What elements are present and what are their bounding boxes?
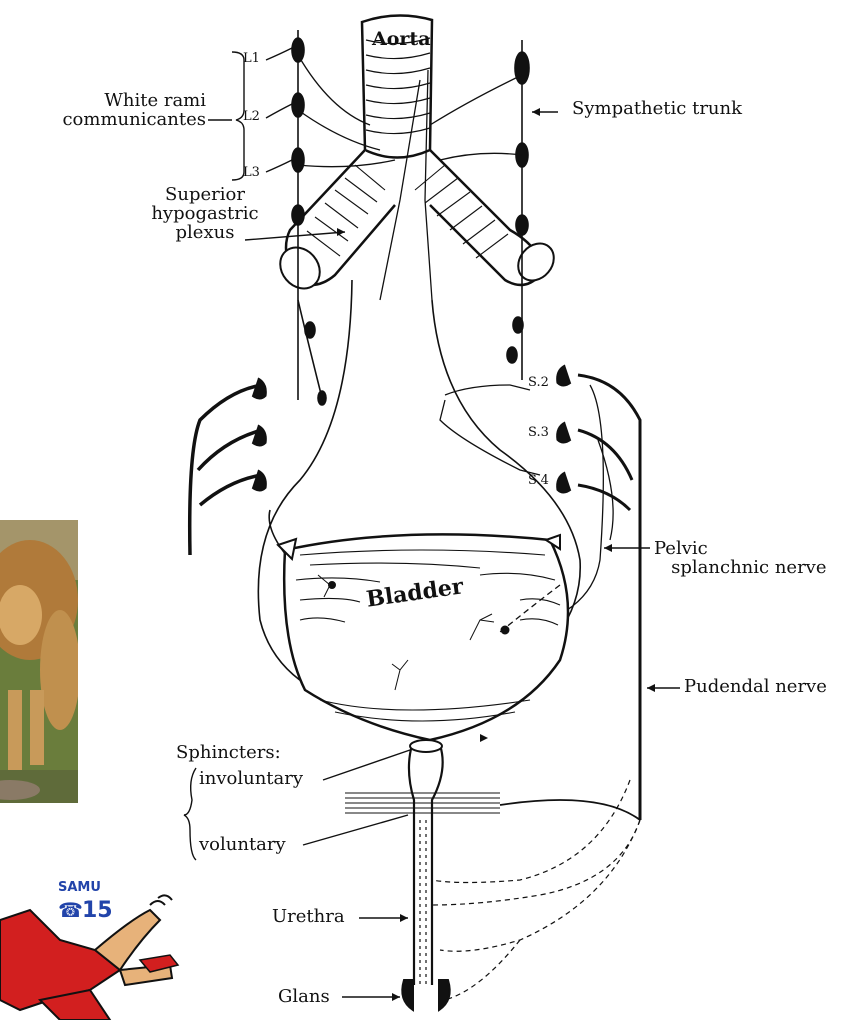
samu-text: SAMU — [58, 880, 101, 895]
s2-label: S.2 — [528, 376, 549, 390]
phone-icon: ☎ — [58, 898, 83, 922]
s3-label: S.3 — [528, 426, 549, 440]
white-rami-label: White rami communicantes — [18, 92, 206, 130]
left-iliac-artery — [272, 150, 395, 296]
pudendal-branch — [500, 800, 640, 820]
urethra — [402, 740, 449, 1010]
urethra-label: Urethra — [272, 908, 345, 927]
bladder — [278, 534, 568, 740]
pelvic-splanchnic-label: Pelvic splanchnic nerve — [654, 540, 827, 578]
right-iliac-artery — [415, 150, 561, 288]
sympathetic-trunk-label: Sympathetic trunk — [572, 100, 742, 119]
l1-label: L1 — [243, 52, 260, 66]
left-sacral-roots — [190, 385, 262, 555]
voluntary-label: voluntary — [199, 836, 286, 855]
l2-label: L2 — [243, 110, 260, 124]
emergency-number: 15 — [82, 898, 113, 923]
l3-label: L3 — [243, 166, 260, 180]
sphincters-label: Sphincters: — [176, 744, 281, 763]
superior-hypogastric-label: Superior hypogastric plexus — [120, 186, 290, 243]
lion-photo — [0, 520, 78, 803]
aorta-label: Aorta — [372, 28, 431, 50]
right-sympathetic-chain — [507, 40, 529, 380]
samu-cartoon: SAMU ☎ 15 — [0, 880, 180, 1020]
s4-label: S.4 — [528, 474, 549, 488]
glans-label: Glans — [278, 988, 330, 1007]
involuntary-label: involuntary — [199, 770, 303, 789]
urogenital-diaphragm — [345, 793, 500, 813]
pudendal-label: Pudendal nerve — [684, 678, 827, 697]
